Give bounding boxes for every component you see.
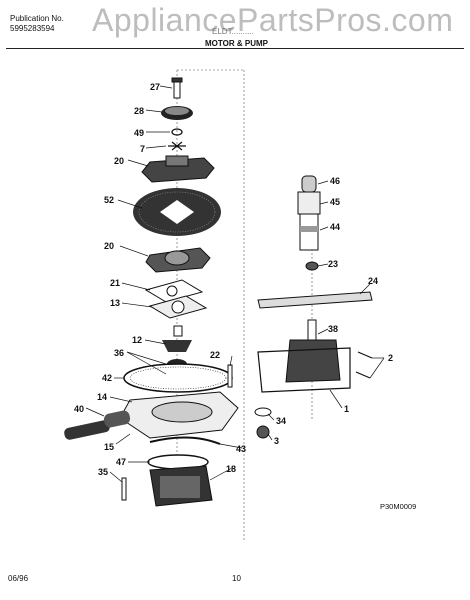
callout-3: 3: [274, 436, 279, 446]
part-42-housing-ring: [123, 363, 233, 393]
callout-18: 18: [226, 464, 236, 474]
part-35-bolt: [121, 477, 127, 501]
section-title: MOTOR & PUMP: [205, 39, 268, 48]
part-22-screw: [227, 364, 233, 388]
part-20-housing-upper: [141, 155, 215, 183]
part-23-nut: [305, 261, 319, 271]
watermark: AppliancePartsPros.com: [92, 2, 454, 38]
part-2-clips: [355, 351, 373, 379]
callout-28: 28: [134, 106, 144, 116]
part-14-pump-base: [119, 391, 239, 439]
publication-label: Publication No.: [10, 14, 64, 23]
callout-42: 42: [102, 373, 112, 383]
part-43-clamp: [149, 436, 221, 445]
callout-20-upper: 20: [114, 156, 124, 166]
callout-47: 47: [116, 457, 126, 467]
part-18-motor: [149, 465, 213, 507]
callout-12: 12: [132, 335, 142, 345]
callout-34: 34: [276, 416, 286, 426]
part-7-spacer: [168, 141, 186, 151]
part-49-ring: [171, 128, 183, 136]
callout-43: 43: [236, 444, 246, 454]
page-number: 10: [232, 574, 241, 583]
callout-23: 23: [328, 259, 338, 269]
part-34-washer: [254, 407, 272, 417]
part-13-plate: [148, 295, 208, 319]
part-21-gasket: [144, 279, 204, 303]
callout-13: 13: [110, 298, 120, 308]
part-24-spray-arm: [257, 291, 373, 309]
header-divider: [6, 48, 464, 49]
callout-15: 15: [104, 442, 114, 452]
part-28-cap: [161, 106, 193, 120]
callout-35: 35: [98, 467, 108, 477]
callout-14: 14: [97, 392, 107, 402]
leader-lines: [85, 85, 385, 483]
callout-24: 24: [368, 276, 378, 286]
model-number: ELDT..........: [212, 27, 254, 36]
part-20-housing-lower: [145, 247, 211, 273]
part-46-45-44-spray-shaft: [297, 175, 321, 251]
callout-27: 27: [150, 82, 160, 92]
callout-labels: 27 28 49 7 20 52 20 21 13 12 36 42 40 14…: [74, 82, 393, 477]
publication-number: 5995283594: [10, 24, 55, 33]
callout-52: 52: [104, 195, 114, 205]
part-3-nut: [256, 425, 270, 439]
callout-49: 49: [134, 128, 144, 138]
part-1-frame: [257, 347, 351, 393]
callout-22: 22: [210, 350, 220, 360]
drawing-code: P30M0009: [380, 502, 417, 511]
part-52-filter-screen: [133, 188, 221, 236]
callout-2: 2: [388, 353, 393, 363]
footer-date: 06/96: [8, 574, 29, 583]
publication-block: Publication No. 5995283594: [10, 14, 64, 34]
callout-40: 40: [74, 404, 84, 414]
callout-20-lower: 20: [104, 241, 114, 251]
callout-38: 38: [328, 324, 338, 334]
callout-1: 1: [344, 404, 349, 414]
part-27-bolt: [171, 77, 183, 99]
callout-21: 21: [110, 278, 120, 288]
callout-44: 44: [330, 222, 340, 232]
part-40-inlet-hose: [64, 410, 131, 440]
callout-45: 45: [330, 197, 340, 207]
part-12-impeller: [162, 325, 192, 352]
callout-36: 36: [114, 348, 124, 358]
callout-46: 46: [330, 176, 340, 186]
callout-7: 7: [140, 144, 145, 154]
